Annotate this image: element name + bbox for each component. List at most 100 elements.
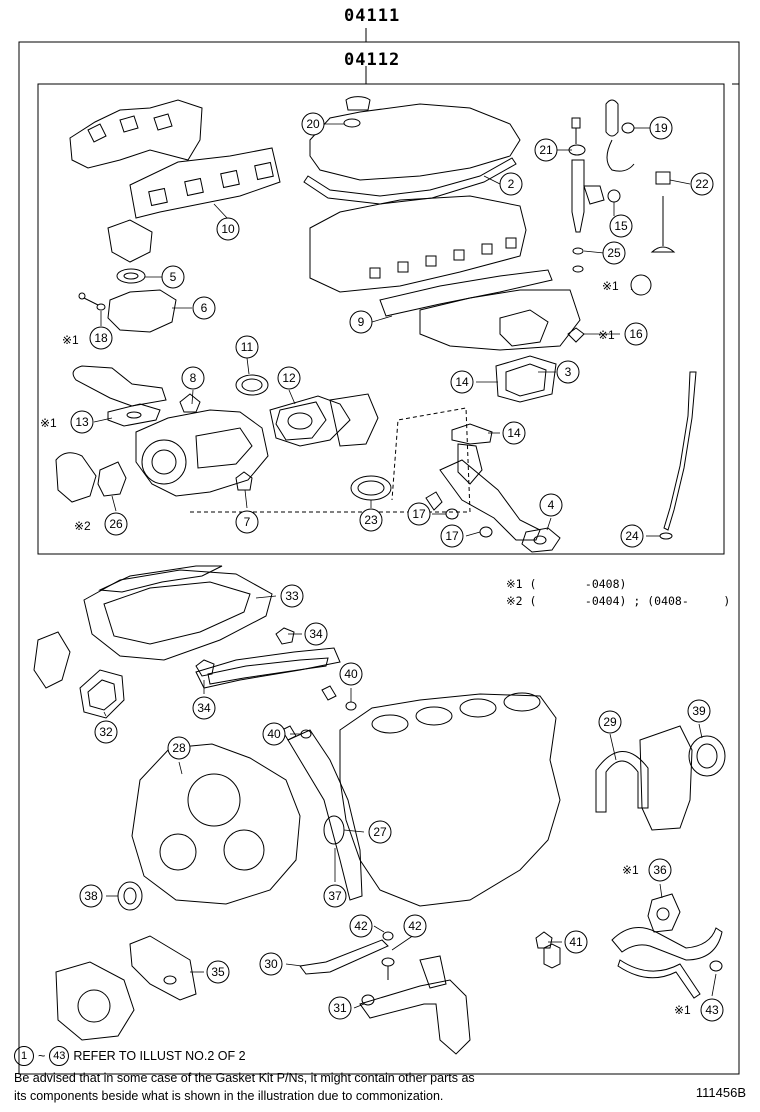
callout-circle [450,370,474,394]
callout-36: 36 [648,858,672,882]
callout-number: 13 [75,415,89,429]
callout-21: 21 [534,138,558,162]
callout-circle [407,502,431,526]
callout-number: 32 [99,725,113,739]
callout-circle [206,960,230,984]
callout-number: 34 [197,701,211,715]
callout-circle [79,884,103,908]
refer-to-circle: 43 [49,1046,70,1066]
callout-33: 33 [280,584,304,608]
leader-lines [93,123,717,1009]
callout-number: 25 [607,246,621,260]
callout-circle [539,493,563,517]
callout-circle [192,696,216,720]
callout-number: 2 [508,177,515,191]
mark-label: ※1 [598,328,615,342]
callout-number: 6 [201,301,208,315]
callout-number: 30 [264,957,278,971]
dipstick [663,371,697,531]
callout-number: 10 [221,222,235,236]
callout-number: 8 [190,371,197,385]
head-cover-gasket-33 [83,569,273,661]
mark-label: ※1 [602,279,619,293]
callout-38: 38 [79,884,103,908]
callout-number: 19 [654,121,668,135]
mark-label: ※1 [622,863,639,877]
callout-circle [104,512,128,536]
kit-number-04111: 04111 [344,6,401,26]
callout-number: 3 [565,365,572,379]
timing-gasket-27 [287,729,363,901]
timing-gasket-28 [131,743,301,905]
mark-1-callout-text: 1 [630,279,637,293]
callout-circle [499,172,523,196]
callout-circle [620,524,644,548]
mark-label: ※1 [674,1003,691,1017]
callout-number: 43 [705,1003,719,1017]
callout-42: 42 [349,914,373,938]
callout-number: 14 [455,375,469,389]
callout-4: 4 [539,493,563,517]
callout-9: 9 [349,310,373,334]
callout-5: 5 [161,265,185,289]
callout-20: 20 [301,112,325,136]
callout-31: 31 [328,996,352,1020]
refer-from-circle: 1 [14,1046,34,1066]
kit-04112-box [37,83,725,555]
callout-28: 28 [167,736,191,760]
disclaimer-line-2: its components beside what is shown in t… [14,1089,444,1103]
turbocharger [135,409,269,497]
callout-number: 28 [172,741,186,755]
callout-circle [359,508,383,532]
callout-number: 40 [267,727,281,741]
callout-39: 39 [687,699,711,723]
callout-17: 17 [440,524,464,548]
callout-24: 24 [620,524,644,548]
note-1-open: ( [529,577,537,591]
callout-number: 17 [412,507,426,521]
callout-circle [280,584,304,608]
callout-circle [216,217,240,241]
callout-number: 36 [653,863,667,877]
callout-34: 34 [192,696,216,720]
callout-14: 14 [450,370,474,394]
cylinder-head [309,195,527,293]
gasket-36 [647,893,681,933]
note-1-mark: ※1 [506,577,523,591]
mark-label: ※1 [62,333,79,347]
callout-number: 11 [241,340,254,354]
callout-17: 17 [407,502,431,526]
callout-2: 2 [499,172,523,196]
callout-circle [259,952,283,976]
callout-11: 11 [235,335,259,359]
callout-3: 3 [556,360,580,384]
callout-circle [304,622,328,646]
callout-circle [349,310,373,334]
gasket-29 [595,751,649,813]
callout-number: 7 [244,515,251,529]
callout-circle [323,884,347,908]
disclaimer-line-1: Be advised that in some case of the Gask… [14,1071,475,1085]
callout-circle [598,710,622,734]
callout-18: 18 [89,326,113,350]
note-1: ※1 ( -0408) [506,577,626,591]
gasket-13 [107,403,161,427]
callout-number: 42 [354,919,368,933]
callout-10: 10 [216,217,240,241]
kit-number-04112: 04112 [344,50,401,70]
gasket-26 [97,461,127,497]
callout-number: 17 [445,529,459,543]
manifold-gasket [129,147,281,219]
callout-number: 24 [625,529,639,543]
callout-15: 15 [609,214,633,238]
callout-number: 4 [548,498,555,512]
callout-number: 41 [569,935,583,949]
callout-42: 42 [403,914,427,938]
callout-number: 20 [306,117,320,131]
callout-29: 29 [598,710,622,734]
diagram-number: 111456B [695,1085,746,1100]
callout-circle [161,265,185,289]
note-2-range: -0404) ; (0408- [584,594,689,608]
intake-gasket [379,269,553,317]
